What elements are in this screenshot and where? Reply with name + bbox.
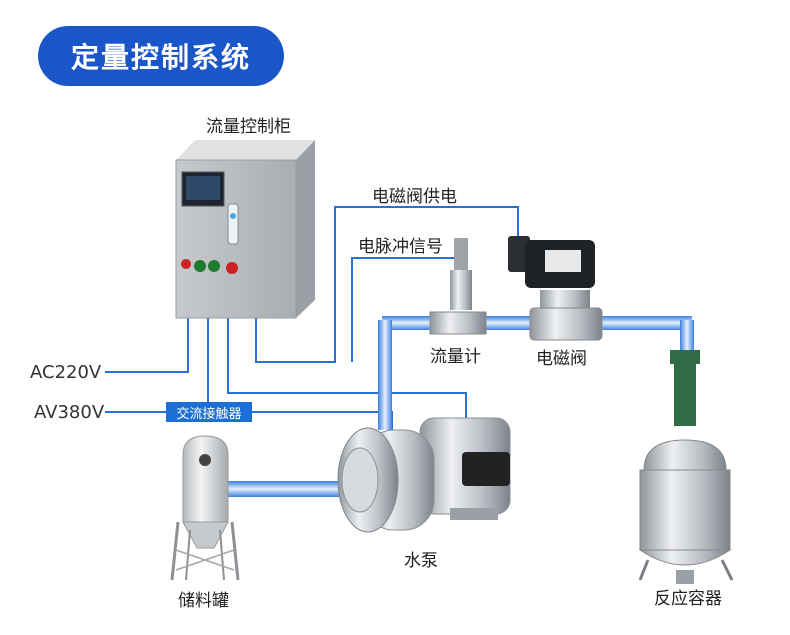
pipe-riser: [378, 320, 392, 430]
storage-tank: [170, 435, 240, 581]
valve-power-label: 电磁阀供电: [372, 187, 457, 207]
wire-ac220: [105, 302, 189, 373]
reactor-vessel: [638, 350, 734, 584]
contactor-badge: 交流接触器: [166, 402, 252, 422]
solenoid-valve-label: 电磁阀: [536, 349, 587, 369]
solenoid-valve: [508, 236, 603, 341]
reactor-label: 反应容器: [654, 589, 722, 609]
control-cabinet: [175, 140, 315, 319]
page-title: 定量控制系统: [38, 26, 284, 86]
water-pump: [337, 417, 511, 533]
cabinet-label: 流量控制柜: [206, 117, 291, 137]
av380-label: AV380V: [34, 402, 105, 423]
flowmeter-label: 流量计: [430, 347, 481, 367]
wire-valve-power: [255, 206, 519, 363]
pump-label: 水泵: [404, 551, 438, 571]
tank-label: 储料罐: [178, 591, 229, 611]
ac220-label: AC220V: [30, 362, 102, 383]
pipe-tank-pump: [228, 481, 368, 497]
flowmeter: [429, 238, 487, 335]
pulse-signal-label: 电脉冲信号: [358, 237, 443, 257]
